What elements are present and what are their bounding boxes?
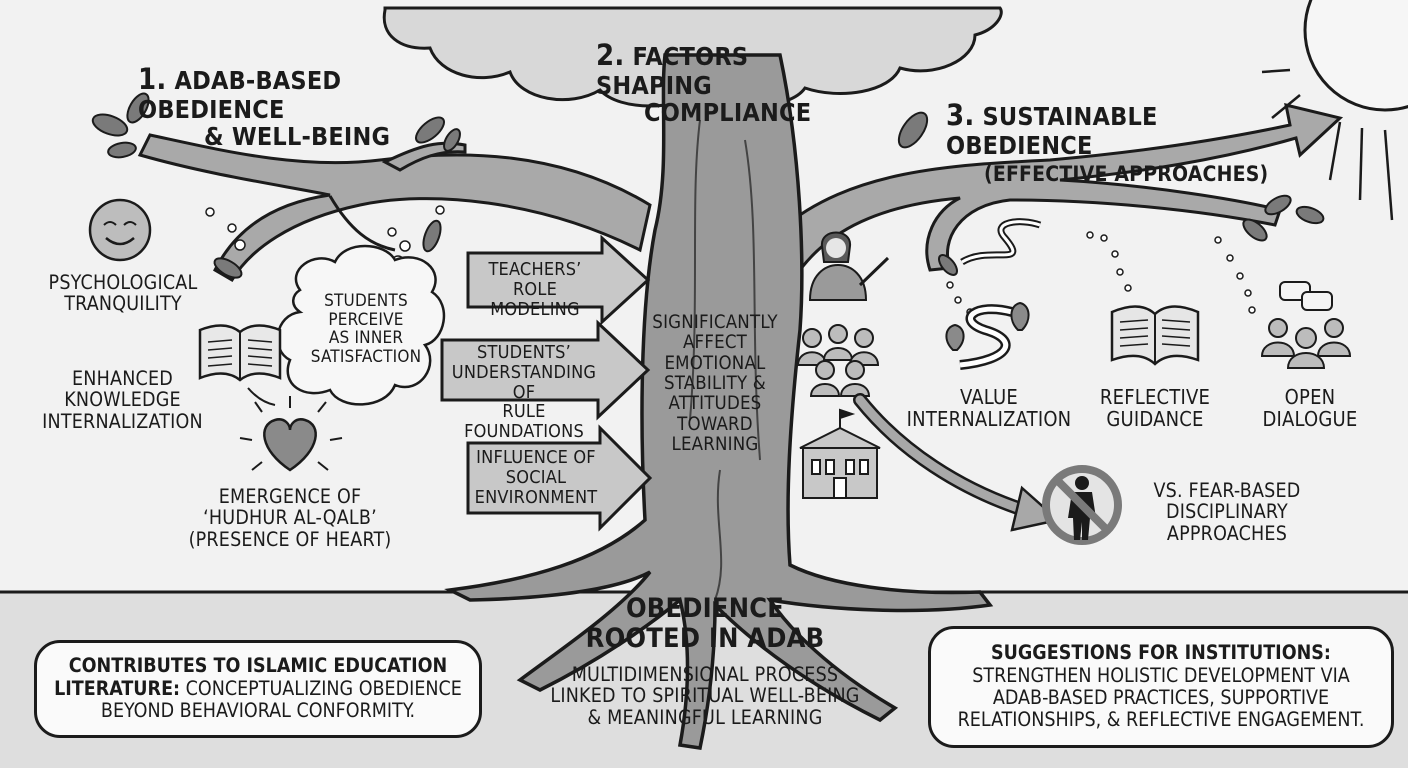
open-book-icon [1110,305,1200,366]
section-3-heading: 3. SUSTAINABLE OBEDIENCE (EFFECTIVE APPR… [946,98,1286,187]
dialogue-group-icon [1260,281,1352,369]
factor-1-line-2: ROLE MODELING [490,278,580,320]
cloud-line-1: STUDENTS [324,291,408,311]
tranquility-label: PSYCHOLOGICAL TRANQUILITY [28,272,218,315]
heart-icon [239,387,343,472]
value-internalization-label: VALUE INTERNALIZATION [896,386,1082,430]
knowledge-line-2: KNOWLEDGE [64,388,181,412]
sun-icon [1261,0,1408,221]
factor-arrows [440,234,653,532]
trunk-line-4: STABILITY & [664,373,766,395]
fear-based-contrast-label: VS. FEAR-BASED DISCIPLINARY APPROACHES [1132,479,1322,545]
section-3-number: 3. [946,98,975,132]
factor-social-label: INFLUENCE OF SOCIAL ENVIRONMENT [470,448,602,507]
approach-1-line-2: INTERNALIZATION [906,407,1072,431]
cloud-line-2: PERCEIVE [328,309,404,330]
open-dialogue-label: OPEN DIALOGUE [1250,386,1370,430]
root-subtitle: MULTIDIMENSIONAL PROCESS LINKED TO SPIRI… [500,663,910,729]
knowledge-line-1: ENHANCED [72,367,173,390]
section-1-heading: 1. ADAB-BASED OBEDIENCE & WELL-BEING [138,62,448,152]
right-branch [778,102,1344,273]
section-2-title-line-1: FACTORS SHAPING [596,42,749,100]
contribution-bold: CONTRIBUTES TO ISLAMIC EDUCATION LITERAT… [54,654,448,700]
left-branch [137,133,652,283]
root-title-line-1: OBEDIENCE [625,593,785,624]
root-sub-line-2: LINKED TO SPIRITUAL WELL-BEING [550,684,860,708]
cloud-label: STUDENTS PERCEIVE AS INNER SATISFACTION [296,292,436,367]
root-title: OBEDIENCE ROOTED IN ADAB [520,594,890,653]
contrast-line-1: VS. FEAR-BASED [1153,479,1301,502]
knowledge-line-3: INTERNALIZATION [42,409,203,433]
heart-line-2: ‘HUDHUR AL-QALB’ [203,506,377,530]
section-3-title-line-2: (EFFECTIVE APPROACHES) [984,162,1269,187]
contribution-text: CONCEPTUALIZING OBEDIENCE BEYOND BEHAVIO… [100,676,462,723]
tranquility-line-1: PSYCHOLOGICAL [48,271,198,294]
school-building-icon [799,408,881,499]
heart-line-1: EMERGENCE OF [218,485,362,508]
section-2-number: 2. [596,38,625,72]
factor-2-line-3: RULE FOUNDATIONS [464,401,584,443]
section-3-title-line-1: SUSTAINABLE OBEDIENCE [946,102,1158,160]
root-sub-line-1: MULTIDIMENSIONAL PROCESS [571,663,839,686]
factor-1-line-1: TEACHERS’ [488,259,582,280]
root-sub-line-3: & MEANINGFUL LEARNING [587,705,823,729]
section-2-title-line-2: COMPLIANCE [644,98,812,128]
tranquility-line-2: TRANQUILITY [64,292,182,316]
group-icon [796,324,880,397]
trunk-line-2: AFFECT [682,332,748,354]
tree-trunk [444,53,994,750]
leaf-icon [91,92,1325,279]
contrast-line-2: DISCIPLINARY [1166,500,1288,524]
section-1-title-line-2: & WELL-BEING [204,122,391,152]
root-title-line-2: ROOTED IN ADAB [585,622,825,654]
section-1-title-line-1: ADAB-BASED OBEDIENCE [138,66,342,124]
factor-2-line-1: STUDENTS’ [477,342,571,363]
trunk-line-6: TOWARD [677,413,753,435]
trunk-line-5: ATTITUDES [668,393,762,415]
heart-label: EMERGENCE OF ‘HUDHUR AL-QALB’ (PRESENCE … [180,485,400,551]
trunk-line-7: LEARNING [671,434,759,456]
suggestions-bold: SUGGESTIONS FOR INSTITUTIONS: [991,641,1331,665]
approach-2-line-2: GUIDANCE [1106,407,1204,431]
prohibited-fear-icon [1042,465,1122,545]
factor-teachers-label: TEACHERS’ ROLE MODELING [470,260,600,319]
section-1-number: 1. [138,62,167,96]
cloud-line-3: AS INNER [328,328,404,349]
trunk-line-1: SIGNIFICANTLY [652,312,778,333]
winding-path-icon [945,301,1030,370]
approach-3-line-1: OPEN [1284,385,1336,409]
teacher-icon [808,231,890,301]
trunk-text: SIGNIFICANTLY AFFECT EMOTIONAL STABILITY… [644,312,786,456]
suggestions-box: SUGGESTIONS FOR INSTITUTIONS: STRENGTHEN… [928,626,1394,748]
approach-2-line-1: REFLECTIVE [1099,385,1211,409]
smiley-face-icon [88,198,152,262]
factor-3-line-3: ENVIRONMENT [474,486,598,508]
reflective-guidance-label: REFLECTIVE GUIDANCE [1085,386,1225,430]
factor-2-line-2: UNDERSTANDING OF [451,361,597,403]
cloud-line-4: SATISFACTION [310,347,422,368]
contrast-line-3: APPROACHES [1166,521,1288,545]
suggestions-text: STRENGTHEN HOLISTIC DEVELOPMENT VIA ADAB… [957,663,1365,732]
approach-3-line-2: DIALOGUE [1262,407,1358,431]
knowledge-label: ENHANCED KNOWLEDGE INTERNALIZATION [20,367,225,433]
contribution-box: CONTRIBUTES TO ISLAMIC EDUCATION LITERAT… [34,640,482,738]
factor-students-label: STUDENTS’ UNDERSTANDING OF RULE FOUNDATI… [444,343,604,442]
trunk-line-3: EMOTIONAL [664,352,766,374]
approach-1-line-1: VALUE [960,385,1018,409]
factor-3-line-2: SOCIAL [505,466,567,488]
section-2-heading: 2. FACTORS SHAPING COMPLIANCE [596,38,856,128]
open-book-icon [198,324,282,382]
factor-3-line-1: INFLUENCE OF [476,447,596,468]
heart-line-3: (PRESENCE OF HEART) [188,527,392,551]
